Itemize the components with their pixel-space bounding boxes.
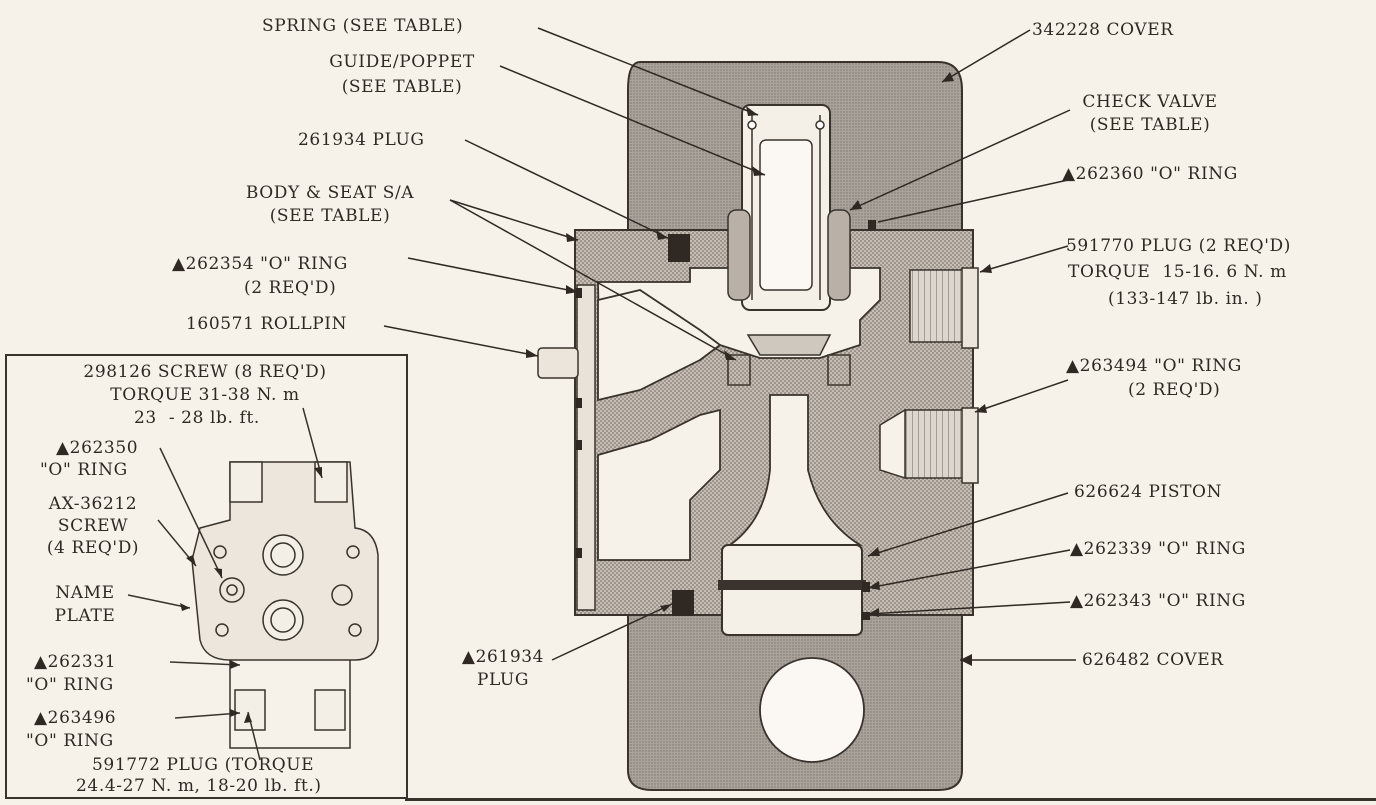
inset-label-screw-2: TORQUE 31-38 N. m [110,385,300,405]
inset-label-oring-263496-1: ▲263496 [34,708,117,728]
label-rollpin: 160571 ROLLPIN [186,314,348,334]
label-oring-263494-1: ▲263494 "O" RING [1066,356,1242,376]
bottom-rule [405,798,1376,801]
inset-label-ax-3: (4 REQ'D) [46,538,140,558]
label-cover-top: 342228 COVER [1032,20,1174,40]
inset-label-name-1: NAME [55,583,115,603]
label-oring-263494-2: (2 REQ'D) [1128,380,1221,400]
seat-part [746,334,832,356]
inset-label-plug-591772-2: 24.4-27 N. m, 18-20 lb. ft.) [76,776,322,796]
label-oring-262360: ▲262360 "O" RING [1062,164,1238,184]
inset-label-screw-1: 298126 SCREW (8 REQ'D) [83,362,327,382]
inset-valve-drawing [127,407,379,761]
lower-cavity [597,408,721,561]
label-oring-262339: ▲262339 "O" RING [1070,539,1246,559]
label-plug-261934: 261934 PLUG [298,130,425,150]
inset-label-oring-262350-1: ▲262350 [56,438,139,458]
label-guide-poppet-2: (SEE TABLE) [341,77,463,97]
label-plug-591770-1: 591770 PLUG (2 REQ'D) [1066,236,1291,256]
label-plug-261934-lower-2: PLUG [476,670,530,690]
inset-label-name-2: PLATE [54,606,116,626]
inset-label-oring-262331-1: ▲262331 [34,652,117,672]
label-piston: 626624 PISTON [1074,482,1223,502]
lower-plug-part [904,409,970,479]
inset-label-ax-2: SCREW [57,516,129,536]
venturi-cavity [597,289,722,402]
label-check-valve-1: CHECK VALVE [1082,92,1218,112]
label-plug-591770-2: TORQUE 15-16. 6 N. m [1068,262,1287,282]
label-oring-262354-2: (2 REQ'D) [244,278,337,298]
cover-port [759,657,865,763]
inset-panel [5,354,408,799]
inset-label-ax-1: AX-36212 [48,494,138,514]
label-body-seat-1: BODY & SEAT S/A [245,183,415,203]
label-oring-262343: ▲262343 "O" RING [1070,591,1246,611]
label-plug-261934-lower-1: ▲261934 [461,647,545,667]
label-cover-bottom: 626482 COVER [1082,650,1224,670]
check-valve-part [727,209,751,301]
label-plug-591770-3: (133-147 lb. in. ) [1108,289,1263,309]
rollpin-part [537,347,579,379]
piston-rod [727,394,864,546]
label-check-valve-2: (SEE TABLE) [1089,115,1211,135]
inset-label-oring-263496-2: "O" RING [26,731,114,751]
label-body-seat-2: (SEE TABLE) [269,206,391,226]
upper-plug-part [909,269,971,343]
plug-261934-part [668,234,690,262]
inset-label-oring-262350-2: "O" RING [40,460,128,480]
label-guide-poppet-1: GUIDE/POPPET [329,52,475,72]
inset-label-screw-3: 23 - 28 lb. ft. [134,408,260,428]
spring-part [747,115,825,300]
label-spring: SPRING (SEE TABLE) [262,16,464,36]
label-oring-262354-1: ▲262354 "O" RING [172,254,348,274]
inset-label-oring-262331-2: "O" RING [26,675,114,695]
inset-label-plug-591772-1: 591772 PLUG (TORQUE [92,755,315,775]
